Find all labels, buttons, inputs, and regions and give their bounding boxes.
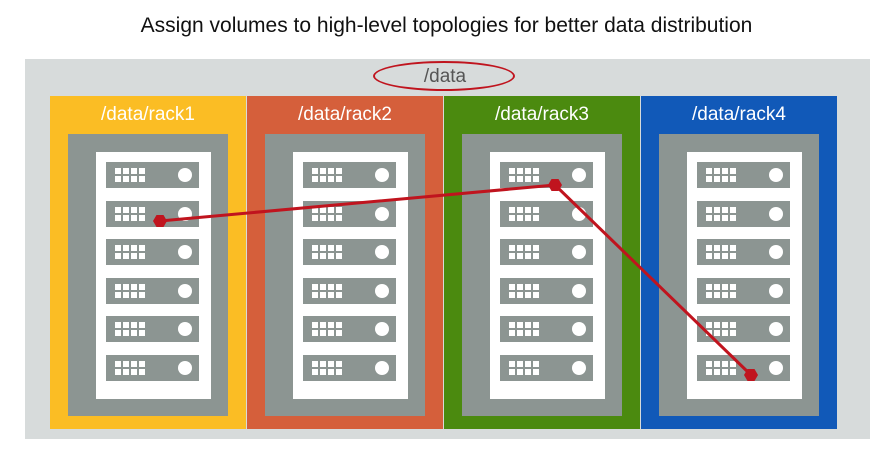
drive-bay-icon	[312, 283, 342, 298]
drive-bay-icon	[706, 168, 736, 182]
root-highlight-ellipse	[373, 61, 515, 91]
server-unit	[697, 316, 790, 342]
drive-bay-icon	[312, 322, 342, 336]
rack-label: /data/rack4	[692, 104, 786, 125]
server-unit	[500, 316, 593, 342]
drive-bay-icon	[706, 206, 736, 221]
power-led-icon	[178, 322, 192, 336]
hexagon-marker-icon	[548, 179, 562, 191]
drive-bay-icon	[115, 283, 145, 298]
server-unit	[303, 354, 396, 381]
power-led-icon	[769, 360, 783, 375]
hexagon-marker-icon	[153, 215, 167, 227]
power-led-icon	[178, 283, 192, 298]
drive-bay-icon	[509, 245, 539, 259]
server-unit	[697, 239, 790, 265]
server-unit	[500, 354, 593, 381]
replica-path-line	[159, 183, 753, 377]
root-topology-label: /data	[423, 66, 467, 87]
rack-panel	[265, 134, 425, 416]
power-led-icon	[572, 360, 586, 375]
drive-bay-icon	[509, 283, 539, 298]
drive-bay-icon	[115, 206, 145, 221]
server-unit	[500, 162, 593, 188]
server-enclosure	[490, 152, 605, 399]
server-unit	[303, 239, 396, 265]
server-enclosure	[96, 152, 211, 399]
power-led-icon	[572, 168, 586, 182]
drive-bay-icon	[312, 360, 342, 375]
power-led-icon	[572, 245, 586, 259]
server-unit	[106, 239, 199, 265]
power-led-icon	[769, 206, 783, 221]
drive-bay-icon	[509, 206, 539, 221]
server-unit	[697, 277, 790, 304]
power-led-icon	[375, 322, 389, 336]
power-led-icon	[178, 360, 192, 375]
drive-bay-icon	[115, 360, 145, 375]
rack-label: /data/rack2	[298, 104, 392, 125]
server-enclosure	[293, 152, 408, 399]
drive-bay-icon	[706, 360, 736, 375]
server-unit	[106, 277, 199, 304]
drive-bay-icon	[509, 168, 539, 182]
power-led-icon	[769, 168, 783, 182]
server-unit	[500, 239, 593, 265]
server-unit	[106, 354, 199, 381]
server-unit	[697, 162, 790, 188]
drive-bay-icon	[115, 245, 145, 259]
power-led-icon	[375, 360, 389, 375]
power-led-icon	[375, 245, 389, 259]
rack-panel	[68, 134, 228, 416]
power-led-icon	[572, 322, 586, 336]
rack-panel	[462, 134, 622, 416]
rack-3: /data/rack3	[444, 96, 640, 429]
drive-bay-icon	[312, 168, 342, 182]
drive-bay-icon	[509, 322, 539, 336]
drive-bay-icon	[509, 360, 539, 375]
power-led-icon	[769, 322, 783, 336]
drive-bay-icon	[115, 322, 145, 336]
power-led-icon	[375, 206, 389, 221]
server-unit	[106, 162, 199, 188]
hexagon-marker-icon	[744, 369, 758, 381]
server-unit	[303, 200, 396, 227]
diagram-title: Assign volumes to high-level topologies …	[140, 14, 753, 37]
rack-label: /data/rack1	[101, 104, 195, 125]
drive-bay-icon	[706, 245, 736, 259]
server-unit	[106, 316, 199, 342]
drive-bay-icon	[115, 168, 145, 182]
rack-1: /data/rack1	[50, 96, 246, 429]
server-unit	[697, 200, 790, 227]
server-unit	[303, 316, 396, 342]
drive-bay-icon	[312, 245, 342, 259]
power-led-icon	[769, 245, 783, 259]
server-unit	[106, 200, 199, 227]
drive-bay-icon	[312, 206, 342, 221]
server-unit	[303, 277, 396, 304]
server-unit	[303, 162, 396, 188]
rack-label: /data/rack3	[495, 104, 589, 125]
drive-bay-icon	[706, 283, 736, 298]
power-led-icon	[178, 245, 192, 259]
power-led-icon	[769, 283, 783, 298]
power-led-icon	[572, 283, 586, 298]
rack-2: /data/rack2	[247, 96, 443, 429]
power-led-icon	[178, 168, 192, 182]
power-led-icon	[375, 168, 389, 182]
server-unit	[500, 277, 593, 304]
power-led-icon	[375, 283, 389, 298]
